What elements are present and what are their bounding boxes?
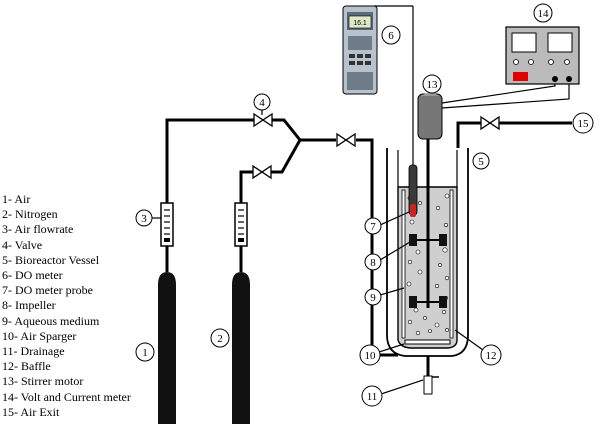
svg-text:14: 14 <box>538 8 550 20</box>
callout-14: 14 <box>533 3 553 23</box>
svg-text:9: 9 <box>370 292 376 304</box>
air-pipe-to-junction <box>272 118 302 141</box>
callout-15: 15 <box>572 112 594 134</box>
legend-item-do-meter: 6- DO meter <box>2 268 63 283</box>
callout-8: 8 <box>364 241 411 271</box>
callout-10: 10 <box>359 343 405 366</box>
svg-text:11: 11 <box>367 391 378 403</box>
legend-item-air-flowrate: 3- Air flowrate <box>2 222 74 237</box>
exit-pipe <box>456 121 481 148</box>
valve-nitrogen <box>252 164 272 180</box>
impeller-upper <box>409 234 447 246</box>
stirrer-motor <box>417 93 443 140</box>
legend-item-nitrogen: 2- Nitrogen <box>2 207 58 222</box>
air-cylinder <box>158 272 176 424</box>
svg-text:5: 5 <box>478 156 484 168</box>
legend-item-impeller: 8- Impeller <box>2 298 56 313</box>
sparger-feed-pipe <box>356 138 398 357</box>
svg-text:4: 4 <box>259 97 265 109</box>
svg-text:6: 6 <box>388 30 394 42</box>
do-meter-screen <box>348 15 372 29</box>
callout-5: 5 <box>472 152 490 170</box>
callout-7: 7 <box>364 211 410 235</box>
legend-item-stirrer-motor: 13- Stirrer motor <box>2 374 84 389</box>
legend-item-air-sparger: 10- Air Sparger <box>2 328 77 343</box>
valve-air <box>253 112 273 128</box>
legend-item-bioreactor-vessel: 5- Bioreactor Vessel <box>2 252 100 267</box>
callout-6: 6 <box>381 25 401 45</box>
svg-text:2: 2 <box>217 333 223 345</box>
legend-item-valve: 4- Valve <box>2 237 43 252</box>
legend-item-do-meter-probe: 7- DO meter probe <box>2 283 93 298</box>
power-button <box>513 72 528 81</box>
svg-text:8: 8 <box>370 257 376 269</box>
nitrogen-pipe-to-junction <box>270 139 302 174</box>
impeller-lower <box>409 296 447 308</box>
callout-2: 2 <box>210 328 230 348</box>
svg-text:12: 12 <box>486 350 497 362</box>
baffle-right <box>449 189 454 339</box>
motor-wire-1 <box>441 83 556 104</box>
callout-4: 4 <box>253 93 271 115</box>
air-cylinder-body <box>158 272 176 424</box>
volt-current-meter <box>505 26 580 85</box>
air-supply-pipe <box>165 118 255 203</box>
air-rotameter <box>160 202 174 247</box>
do-meter-reading: 16.1 <box>353 20 367 27</box>
legend-item-aqueous-medium: 9- Aqueous medium <box>2 313 100 328</box>
baffle-left <box>401 189 406 339</box>
drainage <box>423 356 439 395</box>
callout-3: 3 <box>135 209 161 227</box>
legend-item-air: 1- Air <box>2 192 31 206</box>
nitrogen-rotameter <box>234 202 248 247</box>
svg-text:10: 10 <box>365 350 377 362</box>
bioreactor-vessel <box>386 6 469 395</box>
legend-item-volt-current-meter: 14- Volt and Current meter <box>2 389 131 404</box>
do-meter: 16.1 <box>342 5 413 95</box>
motor-wire-2 <box>441 83 570 109</box>
svg-text:7: 7 <box>370 221 376 233</box>
svg-text:15: 15 <box>578 118 590 130</box>
svg-text:1: 1 <box>142 347 148 359</box>
callout-13: 13 <box>422 74 442 94</box>
legend-list: 1- Air 2- Nitrogen 3- Air flowrate 4- Va… <box>2 192 131 420</box>
legend-item-drainage: 11- Drainage <box>2 344 65 359</box>
do-meter-probe <box>408 6 418 217</box>
legend-item-air-exit: 15- Air Exit <box>2 404 60 419</box>
nitrogen-cylinder-body <box>232 272 250 424</box>
svg-text:3: 3 <box>141 213 147 225</box>
valve-exit <box>480 115 500 131</box>
callout-12: 12 <box>454 329 502 366</box>
air-sparger <box>404 339 451 345</box>
callout-1: 1 <box>135 342 155 362</box>
nitrogen-supply-pipe <box>239 170 253 203</box>
callout-11: 11 <box>361 379 424 407</box>
callout-9: 9 <box>364 287 405 306</box>
valve-inlet <box>336 132 356 148</box>
svg-text:13: 13 <box>427 79 439 91</box>
nitrogen-cylinder <box>232 272 250 424</box>
legend-item-baffle: 12- Baffle <box>2 359 51 374</box>
